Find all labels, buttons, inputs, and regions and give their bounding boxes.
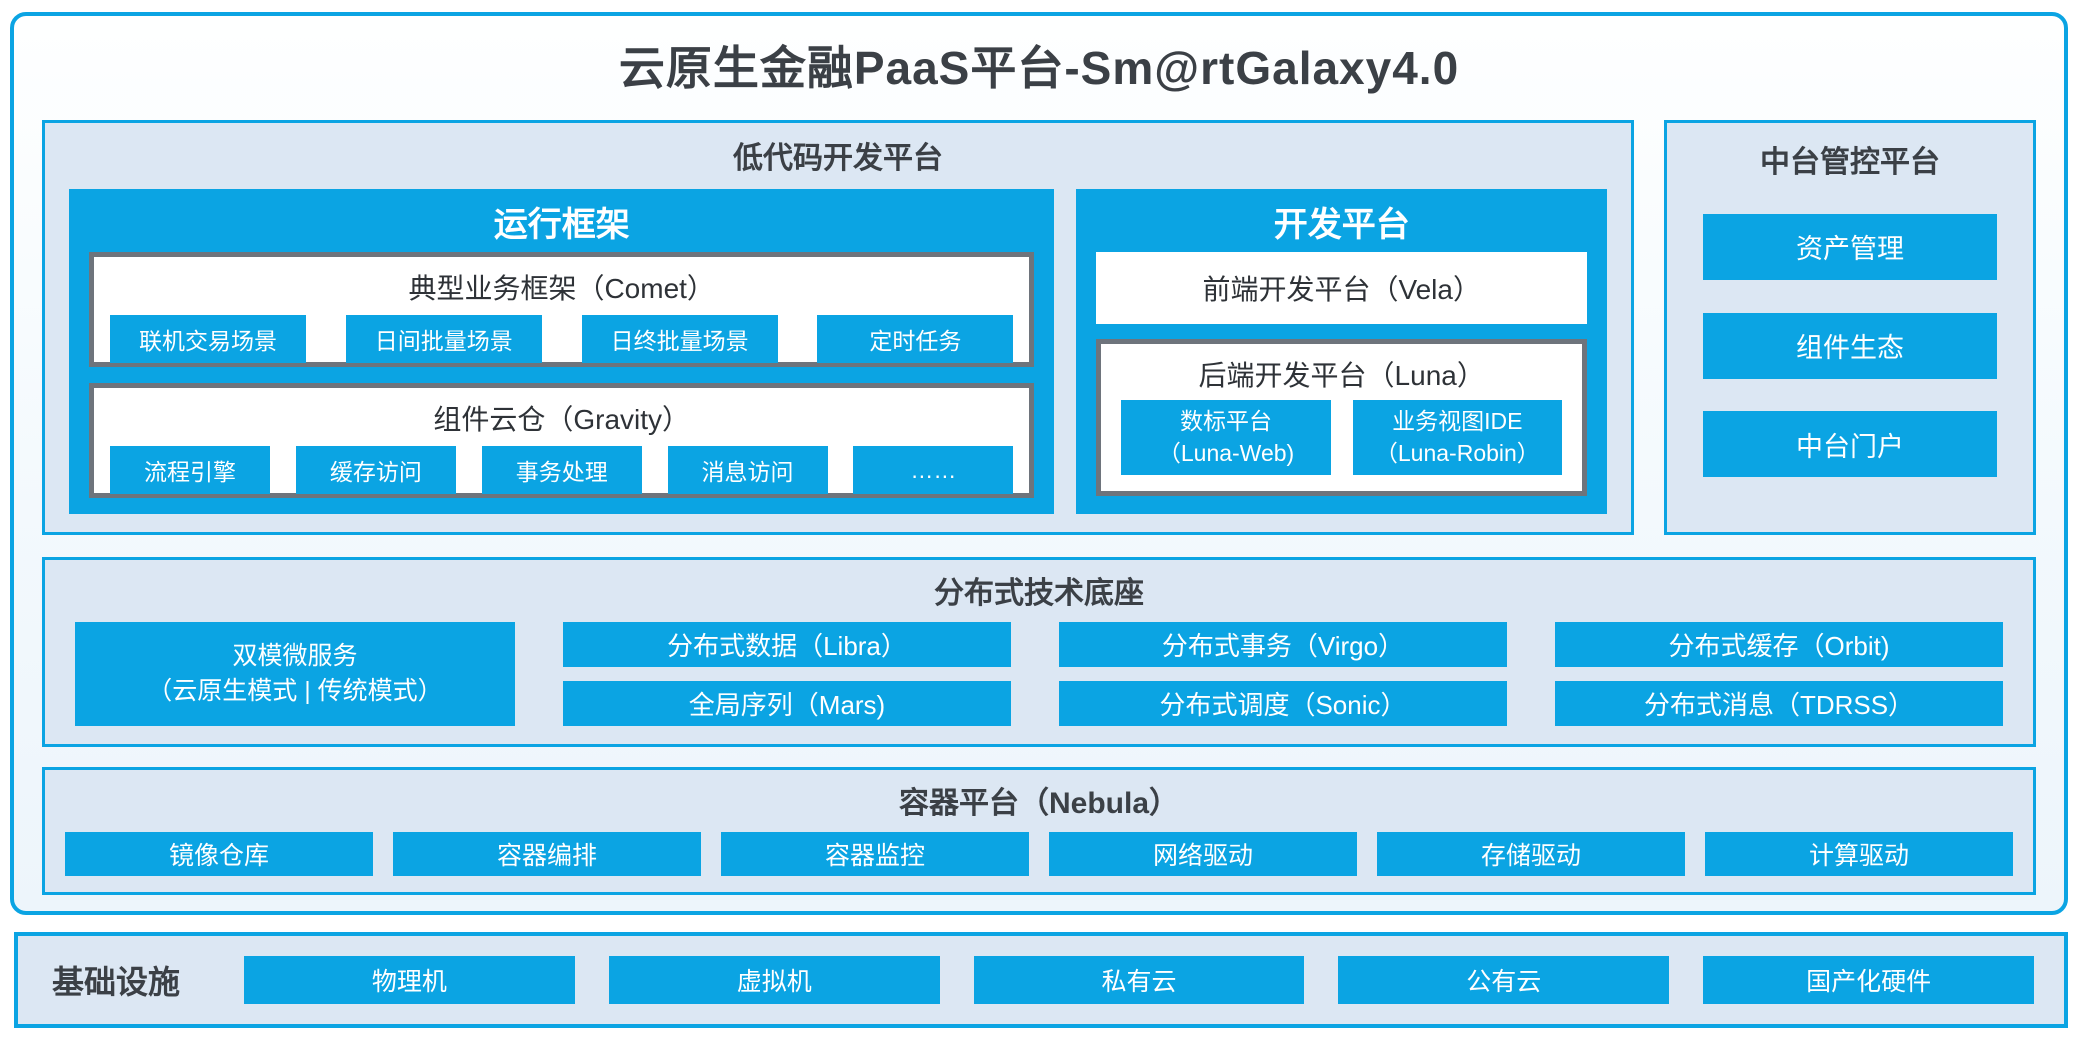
distributed-base-label: 分布式技术底座 (934, 577, 1144, 610)
dual-mode-microservice-modes: （云原生模式 | 传统模式） (147, 677, 443, 705)
message-access-block: 消息访问 (667, 446, 828, 494)
data-standard-platform-code: （Luna-Web) (1157, 439, 1295, 466)
main-row: 低代码开发平台 运行框架 典型业务框架（Comet） 联机交易场景 日间批量场景… (42, 120, 2036, 535)
domestic-hardware-block: 国产化硬件 (1703, 956, 2034, 1004)
nebula-container-label: 容器平台（Nebula） (898, 787, 1180, 820)
gravity-item-row: 流程引擎 缓存访问 事务处理 消息访问 …… (94, 442, 1029, 506)
mid-platform-panel: 中台管控平台 资产管理 组件生态 中台门户 (1664, 120, 2036, 535)
mid-platform-items: 资产管理 组件生态 中台门户 (1703, 181, 1997, 510)
public-cloud-block: 公有云 (1338, 956, 1670, 1004)
storage-driver-block: 存储驱动 (1377, 832, 1685, 876)
distributed-transaction-block: 分布式事务（Virgo） (1059, 622, 1507, 667)
business-view-ide-name: 业务视图IDE (1392, 408, 1523, 435)
comet-box: 典型业务框架（Comet） 联机交易场景 日间批量场景 日终批量场景 定时任务 (89, 252, 1035, 367)
global-sequence-block: 全局序列（Mars) (563, 681, 1011, 726)
luna-title: 后端开发平台（Luna） (1198, 360, 1485, 391)
network-driver-block: 网络驱动 (1049, 832, 1357, 876)
runtime-framework-section: 运行框架 典型业务框架（Comet） 联机交易场景 日间批量场景 日终批量场景 … (69, 189, 1055, 514)
mid-platform-label: 中台管控平台 (1760, 146, 1940, 179)
more-ellipsis-block: …… (853, 446, 1014, 494)
virtual-machine-block: 虚拟机 (608, 956, 940, 1004)
asset-management-block: 资产管理 (1703, 213, 1997, 280)
daytime-batch-scenario-block: 日间批量场景 (345, 315, 542, 363)
online-trading-scenario-block: 联机交易场景 (110, 315, 306, 363)
gravity-box: 组件云仓（Gravity） 流程引擎 缓存访问 事务处理 消息访问 …… (89, 383, 1035, 498)
distributed-cache-block: 分布式缓存（Orbit) (1555, 622, 2003, 667)
vela-frontend-platform-block: 前端开发平台（Vela） (1096, 252, 1587, 324)
business-view-ide-code: （Luna-Robin） (1374, 439, 1540, 466)
mid-platform-portal-block: 中台门户 (1703, 411, 1997, 478)
nebula-container-panel: 容器平台（Nebula） 镜像仓库 容器编排 容器监控 网络驱动 存储驱动 计算… (42, 767, 2036, 895)
dual-mode-microservice-name: 双模微服务 (232, 642, 358, 670)
runtime-framework-header: 运行框架 (493, 206, 630, 244)
cache-access-block: 缓存访问 (295, 446, 456, 494)
lowcode-platform-panel: 低代码开发平台 运行框架 典型业务框架（Comet） 联机交易场景 日间批量场景… (42, 120, 1634, 535)
dev-platform-header: 开发平台 (1273, 206, 1410, 244)
transaction-processing-block: 事务处理 (481, 446, 642, 494)
process-engine-block: 流程引擎 (110, 446, 270, 494)
comet-item-row: 联机交易场景 日间批量场景 日终批量场景 定时任务 (94, 311, 1029, 375)
distributed-base-panel: 分布式技术底座 双模微服务 （云原生模式 | 传统模式） 分布式数据（Libra… (42, 557, 2036, 747)
luna-item-row: 数标平台 （Luna-Web) 业务视图IDE （Luna-Robin） (1121, 400, 1562, 475)
physical-machine-block: 物理机 (244, 956, 575, 1004)
image-registry-block: 镜像仓库 (65, 832, 373, 876)
business-view-ide-block: 业务视图IDE （Luna-Robin） (1352, 400, 1562, 475)
page-title: 云原生金融PaaS平台-Sm@rtGalaxy4.0 (618, 42, 1460, 94)
dev-platform-section: 开发平台 前端开发平台（Vela） 后端开发平台（Luna） 数标平台 （Lun… (1076, 189, 1607, 514)
container-monitoring-block: 容器监控 (721, 832, 1029, 876)
distributed-base-grid: 双模微服务 （云原生模式 | 传统模式） 分布式数据（Libra） 分布式事务（… (75, 622, 2003, 726)
infrastructure-panel: 基础设施 物理机 虚拟机 私有云 公有云 国产化硬件 (14, 932, 2068, 1028)
lowcode-platform-label: 低代码开发平台 (733, 142, 943, 175)
nebula-item-row: 镜像仓库 容器编排 容器监控 网络驱动 存储驱动 计算驱动 (65, 832, 2013, 876)
compute-driver-block: 计算驱动 (1705, 832, 2013, 876)
distributed-messaging-block: 分布式消息（TDRSS） (1555, 681, 2003, 726)
scheduled-task-block: 定时任务 (817, 315, 1014, 363)
data-standard-platform-name: 数标平台 (1180, 408, 1273, 435)
distributed-scheduling-block: 分布式调度（Sonic） (1059, 681, 1507, 726)
private-cloud-block: 私有云 (973, 956, 1305, 1004)
infrastructure-label: 基础设施 (52, 964, 181, 1000)
data-standard-platform-block: 数标平台 （Luna-Web) (1121, 400, 1331, 475)
lowcode-platform-body: 运行框架 典型业务框架（Comet） 联机交易场景 日间批量场景 日终批量场景 … (69, 189, 1607, 514)
gravity-title: 组件云仓（Gravity） (433, 404, 691, 435)
container-orchestration-block: 容器编排 (393, 832, 701, 876)
comet-title: 典型业务框架（Comet） (408, 273, 715, 304)
distributed-data-block: 分布式数据（Libra） (563, 622, 1011, 667)
outer-frame: 云原生金融PaaS平台-Sm@rtGalaxy4.0 低代码开发平台 运行框架 … (10, 12, 2068, 915)
component-ecosystem-block: 组件生态 (1703, 312, 1997, 379)
luna-box: 后端开发平台（Luna） 数标平台 （Luna-Web) 业务视图IDE （Lu… (1096, 339, 1587, 496)
day-end-batch-scenario-block: 日终批量场景 (581, 315, 778, 363)
dual-mode-microservice-block: 双模微服务 （云原生模式 | 传统模式） (75, 622, 515, 726)
